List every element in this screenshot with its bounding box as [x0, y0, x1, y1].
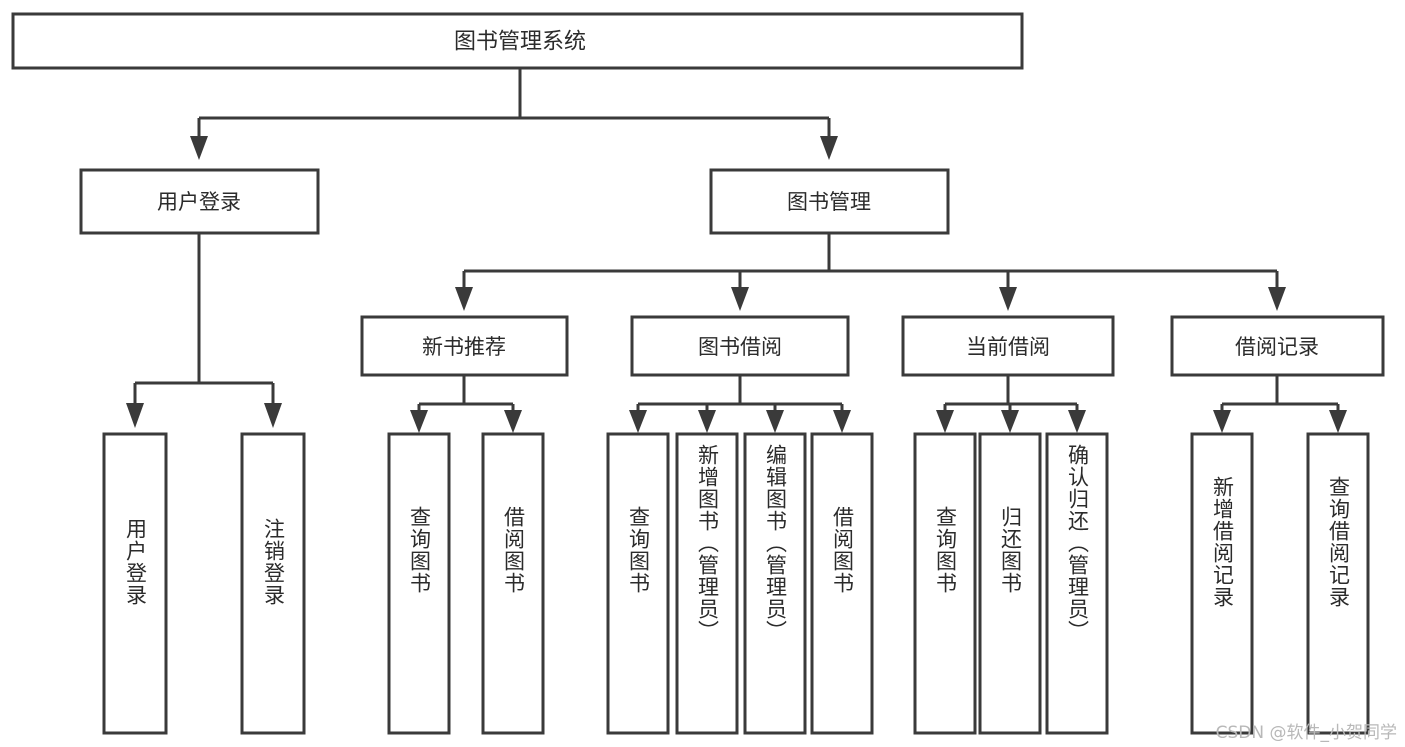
node-root-label: 图书管理系统: [454, 30, 586, 55]
node-root-box[interactable]: [11, 12, 1024, 70]
leaf-query-book-3-box[interactable]: [913, 432, 977, 735]
arrow-leaf-query-book-2: [629, 410, 647, 433]
arrow-leaf-add-record: [1213, 410, 1231, 433]
leaf-confirm-return-box[interactable]: [1045, 432, 1109, 735]
node-book-borrow[interactable]: 图书借阅: [630, 315, 850, 377]
node-book-manage-box[interactable]: [709, 168, 950, 235]
leaf-query-book-1-box[interactable]: [387, 432, 451, 735]
arrow-user-login: [190, 136, 208, 160]
connector-group-book-borrow-to-leaves: [629, 376, 851, 433]
node-user-login-label: 用户登录: [157, 190, 241, 214]
arrow-book-manage: [820, 136, 838, 160]
leaf-query-record-box[interactable]: [1306, 432, 1370, 735]
leaf-borrow-book-2-box[interactable]: [810, 432, 874, 735]
arrow-leaf-edit-book: [766, 410, 784, 433]
node-borrow-record[interactable]: 借阅记录: [1170, 315, 1385, 377]
node-current-borrow-label: 当前借阅: [966, 335, 1050, 359]
leaf-logout-login-box[interactable]: [240, 432, 306, 735]
arrow-leaf-confirm-return: [1068, 410, 1086, 433]
node-book-borrow-box[interactable]: [630, 315, 850, 377]
node-user-login[interactable]: 用户登录: [79, 168, 320, 235]
connector-group-borrow-record-to-leaves: [1213, 376, 1347, 433]
leaf-return-book-box[interactable]: [978, 432, 1042, 735]
node-current-borrow-box[interactable]: [901, 315, 1115, 377]
node-new-book-recommend[interactable]: 新书推荐: [360, 315, 569, 377]
arrow-leaf-query-book-1: [410, 410, 428, 433]
arrow-leaf-user-login: [126, 403, 144, 428]
leaf-boxes: [102, 432, 1370, 735]
arrow-leaf-logout-login: [264, 403, 282, 428]
node-new-book-recommend-box[interactable]: [360, 315, 569, 377]
arrow-current-borrow: [999, 287, 1017, 311]
arrow-leaf-return-book: [1001, 410, 1019, 433]
connector-group-root-to-level2: [190, 69, 838, 160]
leaf-borrow-book-1-box[interactable]: [481, 432, 545, 735]
arrow-leaf-add-book: [698, 410, 716, 433]
node-borrow-record-box[interactable]: [1170, 315, 1385, 377]
arrow-leaf-borrow-book-2: [833, 410, 851, 433]
leaf-add-record-box[interactable]: [1190, 432, 1254, 735]
connector-group-book-manage-to-level3: [455, 233, 1286, 311]
leaf-add-book-box[interactable]: [675, 432, 739, 735]
connector-group-user-login-to-leaves: [126, 233, 282, 428]
arrow-leaf-borrow-book-1: [504, 410, 522, 433]
node-book-manage[interactable]: 图书管理: [709, 168, 950, 235]
node-user-login-box[interactable]: [79, 168, 320, 235]
node-new-book-recommend-label: 新书推荐: [422, 335, 506, 359]
node-book-borrow-label: 图书借阅: [698, 335, 782, 359]
arrow-book-borrow: [731, 287, 749, 311]
connector-group-current-borrow-to-leaves: [936, 376, 1086, 433]
node-book-manage-label: 图书管理: [787, 190, 871, 214]
arrow-leaf-query-book-3: [936, 410, 954, 433]
leaf-edit-book-box[interactable]: [743, 432, 807, 735]
node-current-borrow[interactable]: 当前借阅: [901, 315, 1115, 377]
leaf-query-book-2-box[interactable]: [606, 432, 670, 735]
arrow-new-book-recommend: [455, 287, 473, 311]
leaf-user-login-box[interactable]: [102, 432, 168, 735]
arrow-leaf-query-record: [1329, 410, 1347, 433]
node-root[interactable]: 图书管理系统: [11, 12, 1024, 70]
node-borrow-record-label: 借阅记录: [1235, 335, 1319, 359]
arrow-borrow-record: [1268, 287, 1286, 311]
connector-group-new-book-to-leaves: [410, 376, 522, 433]
